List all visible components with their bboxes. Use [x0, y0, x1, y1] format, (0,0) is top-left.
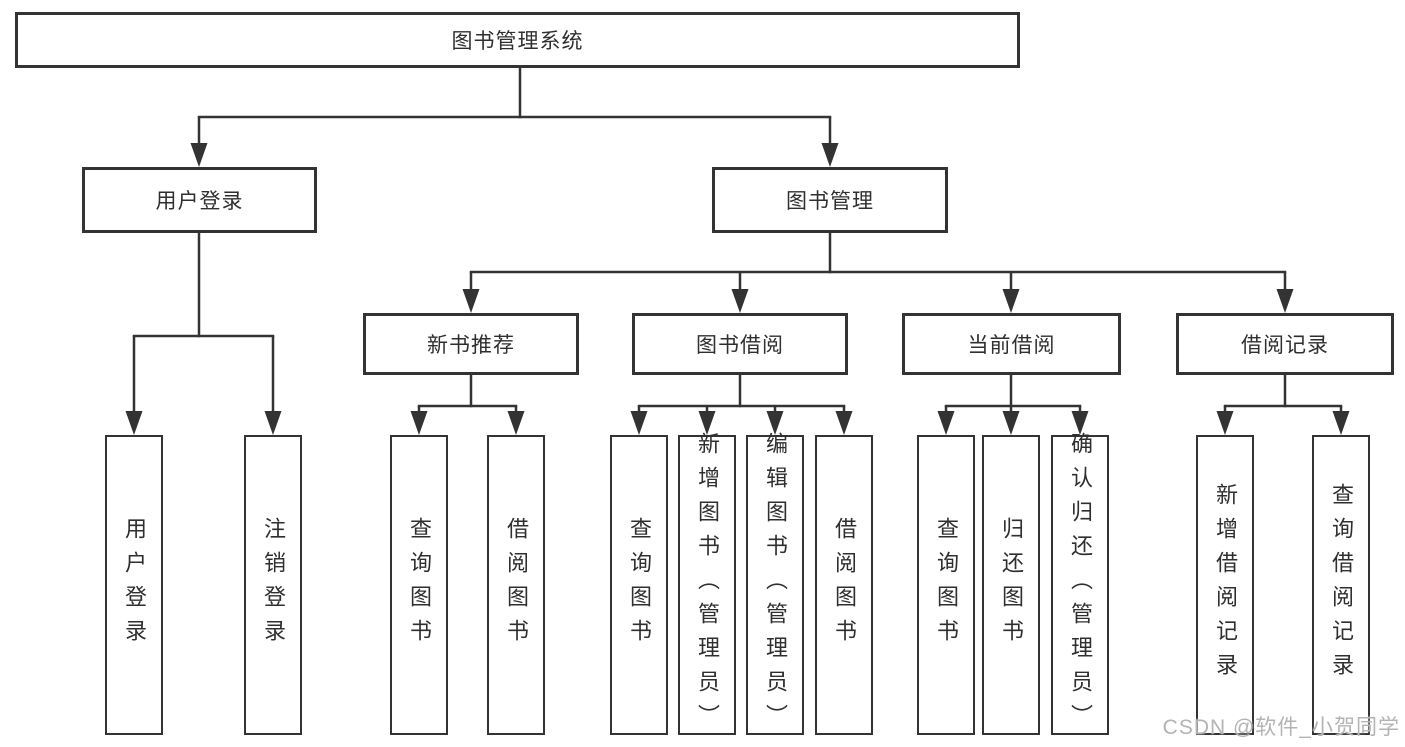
leaf-bb-borrow-books: 借阅图书: [815, 435, 873, 735]
arrow-head: [190, 143, 208, 167]
arrow-head: [835, 411, 853, 435]
leaf-logout: 注销登录: [244, 435, 302, 735]
leaf-bb-borrow-books-label: 借阅图书: [832, 517, 857, 653]
arrow-head: [462, 289, 480, 313]
connector-current-borrow-to-leaves: [937, 375, 1089, 435]
leaf-bb-query-books-label: 查询图书: [627, 517, 652, 653]
arrow-head: [125, 411, 143, 435]
leaf-nb-borrow-books-label: 借阅图书: [504, 517, 529, 653]
node-borrow-records-label: 借阅记录: [1241, 334, 1329, 357]
node-current-borrow: 当前借阅: [902, 313, 1121, 375]
arrow-head: [731, 289, 749, 313]
leaf-bb-edit-books: 编辑图书（管理员）: [746, 432, 804, 738]
leaf-bb-add-books: 新增图书（管理员）: [678, 432, 736, 738]
node-user-login: 用户登录: [82, 167, 317, 233]
arrow-head: [1276, 289, 1294, 313]
leaf-br-query-record-label: 查询借阅记录: [1329, 483, 1354, 687]
connector-user-login-to-leaves: [125, 233, 282, 435]
leaf-cb-return-books: 归还图书: [982, 435, 1040, 735]
arrow-head: [766, 411, 784, 435]
leaf-user-login-label: 用户登录: [122, 517, 147, 653]
leaf-logout-label: 注销登录: [261, 517, 286, 653]
leaf-nb-query-books-label: 查询图书: [407, 517, 432, 653]
node-root-label: 图书管理系统: [451, 30, 584, 53]
node-book-borrow-label: 图书借阅: [696, 334, 784, 357]
leaf-br-add-record: 新增借阅记录: [1196, 435, 1254, 735]
arrow-head: [507, 411, 525, 435]
node-book-management-label: 图书管理: [786, 190, 874, 213]
node-user-login-label: 用户登录: [155, 190, 244, 213]
arrow-head: [937, 411, 955, 435]
leaf-cb-query-books-label: 查询图书: [934, 517, 959, 653]
leaf-cb-return-books-label: 归还图书: [999, 517, 1024, 653]
leaf-br-query-record: 查询借阅记录: [1312, 435, 1370, 735]
leaf-cb-confirm-return-label: 确认归还（管理员）: [1068, 432, 1093, 738]
node-book-borrow: 图书借阅: [632, 313, 848, 375]
leaf-bb-add-books-label: 新增图书（管理员）: [695, 432, 720, 738]
arrow-head: [1216, 411, 1234, 435]
arrow-head: [1332, 411, 1350, 435]
node-new-book-recommend: 新书推荐: [363, 313, 579, 375]
arrow-head: [630, 411, 648, 435]
leaf-nb-query-books: 查询图书: [390, 435, 448, 735]
arrow-head: [1002, 289, 1020, 313]
node-book-management: 图书管理: [712, 167, 948, 233]
arrow-head: [1071, 411, 1089, 435]
arrow-head: [264, 411, 282, 435]
connector-borrow-records-to-leaves: [1216, 375, 1350, 435]
leaf-user-login: 用户登录: [105, 435, 163, 735]
leaf-cb-query-books: 查询图书: [917, 435, 975, 735]
node-borrow-records: 借阅记录: [1176, 313, 1394, 375]
connector-new-books-to-leaves: [410, 375, 525, 435]
csdn-watermark: CSDN @软件_小贺同学: [1162, 716, 1400, 739]
arrow-head: [1002, 411, 1020, 435]
arrow-head: [410, 411, 428, 435]
arrow-head: [821, 143, 839, 167]
connector-root-to-level2: [190, 68, 839, 167]
leaf-bb-edit-books-label: 编辑图书（管理员）: [763, 432, 788, 738]
node-current-borrow-label: 当前借阅: [967, 334, 1056, 357]
leaf-nb-borrow-books: 借阅图书: [487, 435, 545, 735]
arrow-head: [698, 411, 716, 435]
node-root: 图书管理系统: [15, 12, 1020, 68]
leaf-bb-query-books: 查询图书: [610, 435, 668, 735]
leaf-cb-confirm-return: 确认归还（管理员）: [1051, 432, 1109, 738]
leaf-br-add-record-label: 新增借阅记录: [1213, 483, 1238, 687]
node-new-book-recommend-label: 新书推荐: [427, 334, 515, 357]
connector-book-mgmt-to-level3: [462, 233, 1294, 313]
connector-book-borrow-to-leaves: [630, 375, 853, 435]
